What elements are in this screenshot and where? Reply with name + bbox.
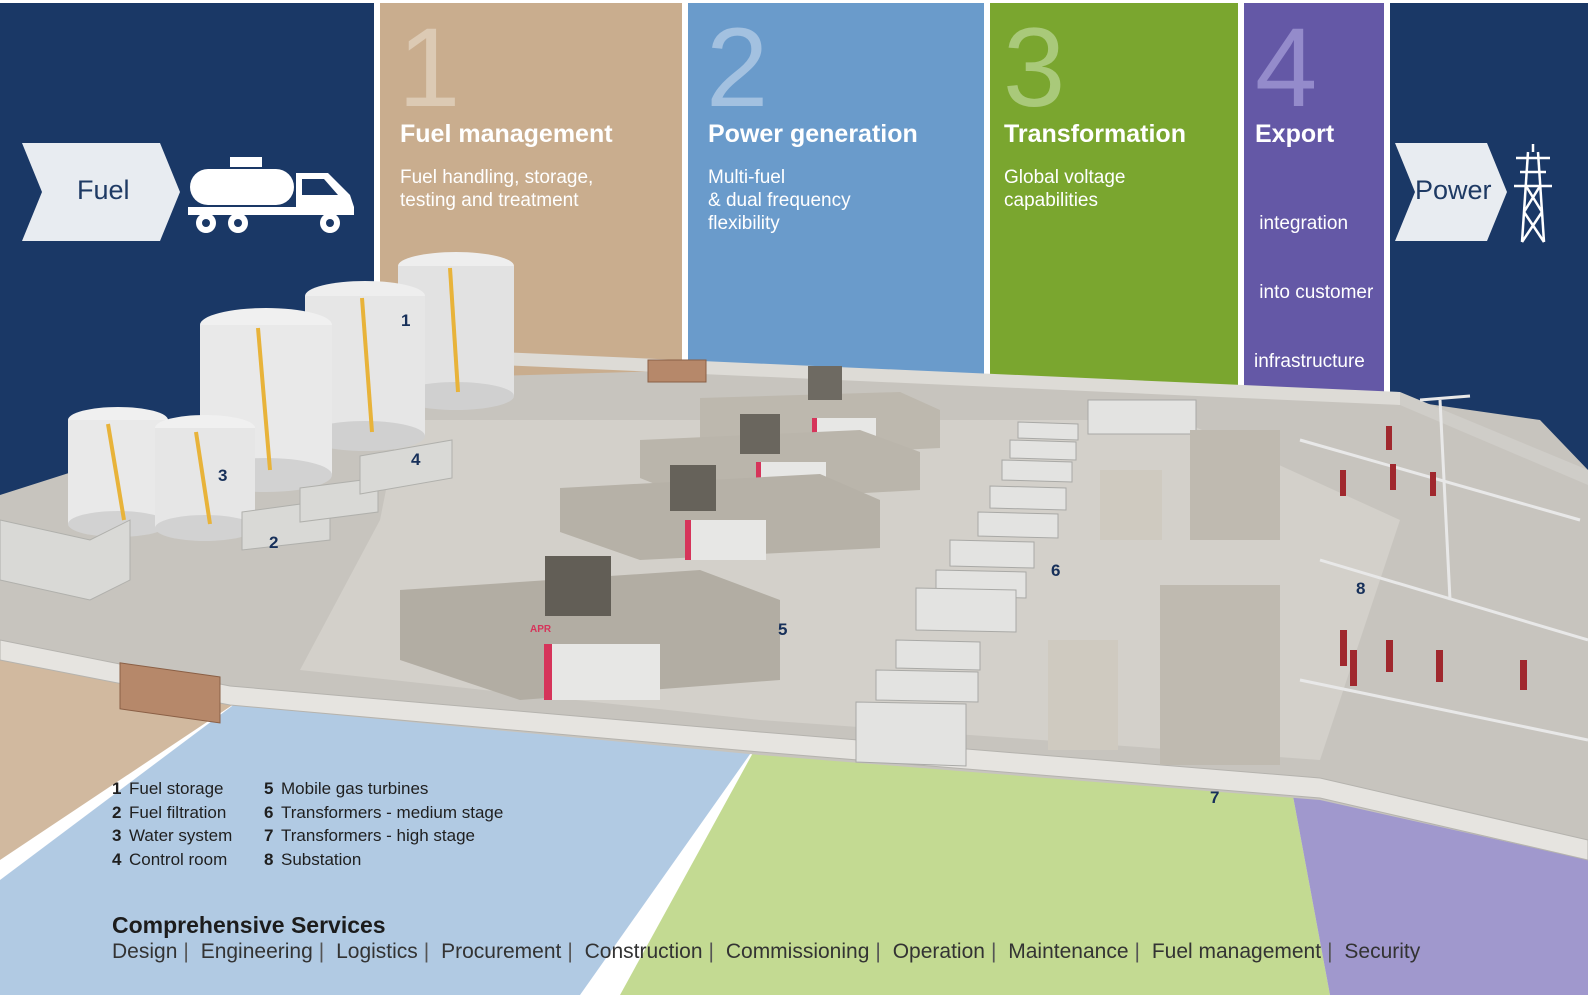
power-output-arrow: [1395, 143, 1507, 241]
desc-line: flexibility: [708, 213, 780, 234]
stage-band-power-generation: [688, 3, 984, 423]
desc-line: testing and treatment: [400, 190, 579, 211]
fuel-input-arrow: [22, 143, 180, 241]
service-item: Procurement: [441, 940, 562, 963]
service-item: Design: [112, 940, 178, 963]
desc-line: Multi-fuel: [708, 167, 786, 188]
transmission-tower-icon: [1514, 144, 1552, 243]
mobile-gas-turbines: APR: [400, 366, 940, 700]
stage-number-4: 4: [1255, 5, 1318, 130]
stage-desc-power-generation: Multi-fuel & dual frequency flexibility: [708, 166, 851, 235]
service-item: Operation: [892, 940, 985, 963]
stage-desc-export: integration into customer infrastructure: [1254, 166, 1373, 419]
perimeter-wall-right: [1400, 392, 1588, 485]
desc-line: capabilities: [1004, 190, 1098, 211]
lower-tint-generation: [0, 700, 760, 995]
site-callout-7: 7: [1210, 788, 1219, 807]
high-stage-transformers: [1048, 430, 1280, 765]
gate-back: [647, 359, 707, 383]
perimeter-wall-back: [500, 352, 1400, 405]
gate-left: [119, 662, 221, 724]
services-title: Comprehensive Services: [112, 912, 386, 938]
power-arrow-label: Power: [1415, 175, 1492, 205]
fuel-storage-tanks: [68, 252, 514, 541]
desc-line: Fuel handling, storage,: [400, 167, 594, 188]
filtration-and-control-containers: [0, 439, 453, 601]
services-list: Design| Engineering| Logistics| Procurem…: [112, 940, 1421, 963]
desc-line: infrastructure: [1254, 351, 1365, 372]
stage-title-transformation: Transformation: [1004, 120, 1186, 148]
site-callout-6: 6: [1051, 561, 1060, 580]
stage-number-3: 3: [1003, 5, 1066, 130]
lower-tint-transformation: [620, 740, 1330, 995]
stage-band-export: [1244, 3, 1384, 443]
service-item: Logistics: [336, 940, 418, 963]
desc-line: into customer: [1254, 282, 1374, 303]
fuel-arrow-label: Fuel: [77, 175, 130, 205]
site-callout-5: 5: [778, 620, 787, 639]
stage-band-transformation: [990, 3, 1238, 423]
service-item: Commissioning: [725, 940, 870, 963]
stage-desc-transformation: Global voltage capabilities: [1004, 166, 1125, 212]
site-callout-1: 1: [401, 311, 410, 330]
site-callout-4: 4: [411, 450, 421, 469]
substation-breakers: [1340, 426, 1527, 690]
stage-title-fuel-management: Fuel management: [400, 120, 613, 148]
stage-title-power-generation: Power generation: [708, 120, 918, 148]
service-item: Maintenance: [1008, 940, 1129, 963]
apr-mark: APR: [530, 624, 552, 635]
site-callout-8: 8: [1356, 579, 1365, 598]
site-callout-2: 2: [269, 533, 278, 552]
desc-line: & dual frequency: [708, 190, 851, 211]
medium-stage-transformers: [855, 399, 1197, 767]
service-item: Construction: [584, 940, 703, 963]
stage-title-export: Export: [1255, 120, 1335, 148]
stage-number-1: 1: [398, 5, 461, 130]
substation: [1299, 394, 1588, 742]
desc-line: integration: [1254, 213, 1349, 234]
service-item: Fuel management: [1151, 940, 1322, 963]
fuel-truck-icon: [188, 157, 354, 233]
desc-line: Global voltage: [1004, 167, 1126, 188]
service-item: Security: [1344, 940, 1421, 963]
stage-number-2: 2: [706, 5, 769, 130]
service-item: Engineering: [200, 940, 313, 963]
site-callout-3: 3: [218, 466, 227, 485]
stage-desc-fuel-management: Fuel handling, storage, testing and trea…: [400, 166, 593, 212]
